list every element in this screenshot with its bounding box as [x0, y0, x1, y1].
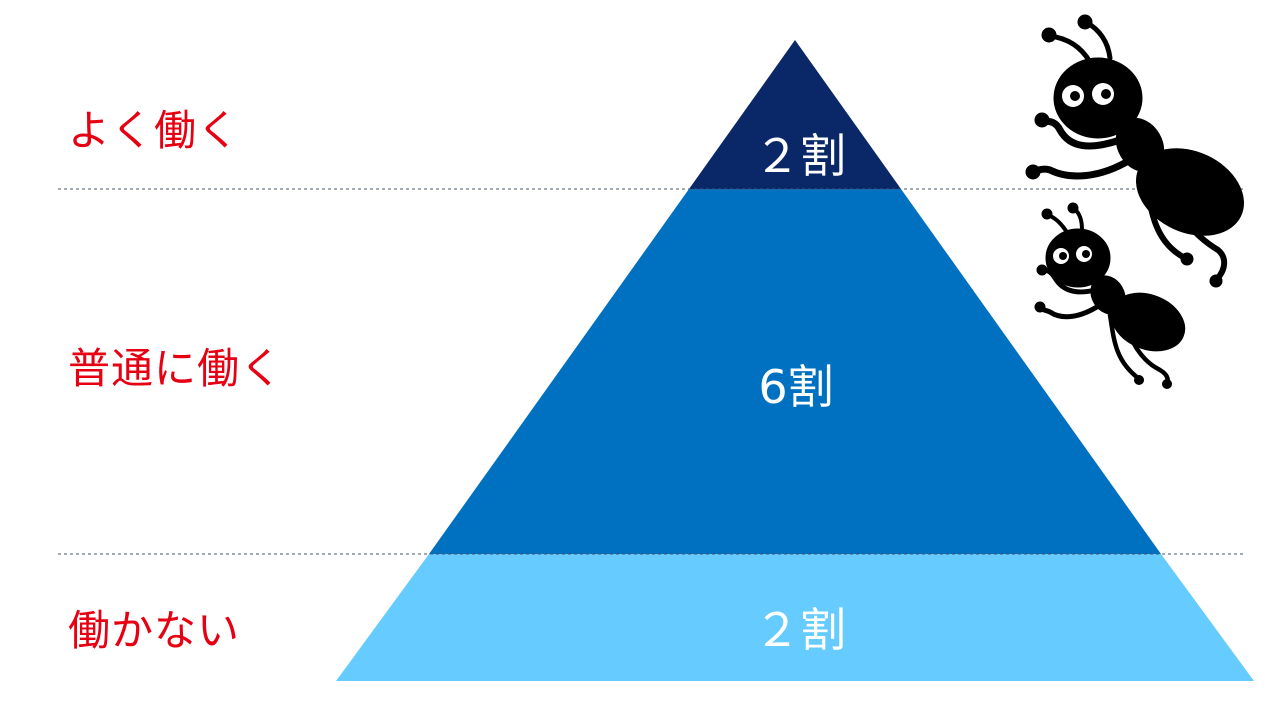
ant-small-icon: [1034, 202, 1186, 389]
ant-large-icon: [1025, 14, 1244, 288]
pyramid-tier-middle: [429, 189, 1161, 554]
tier-label-middle: 普通に働く: [68, 344, 284, 393]
tier-share-bottom: ２割: [754, 603, 846, 657]
tier-share-top: ２割: [754, 129, 846, 183]
tier-share-middle: 6割: [758, 360, 833, 414]
pyramid-tier-top: [689, 40, 901, 189]
tier-label-bottom: 働かない: [68, 606, 241, 655]
pyramid-tier-bottom: [336, 554, 1254, 681]
tier-label-top: よく働く: [68, 106, 241, 155]
